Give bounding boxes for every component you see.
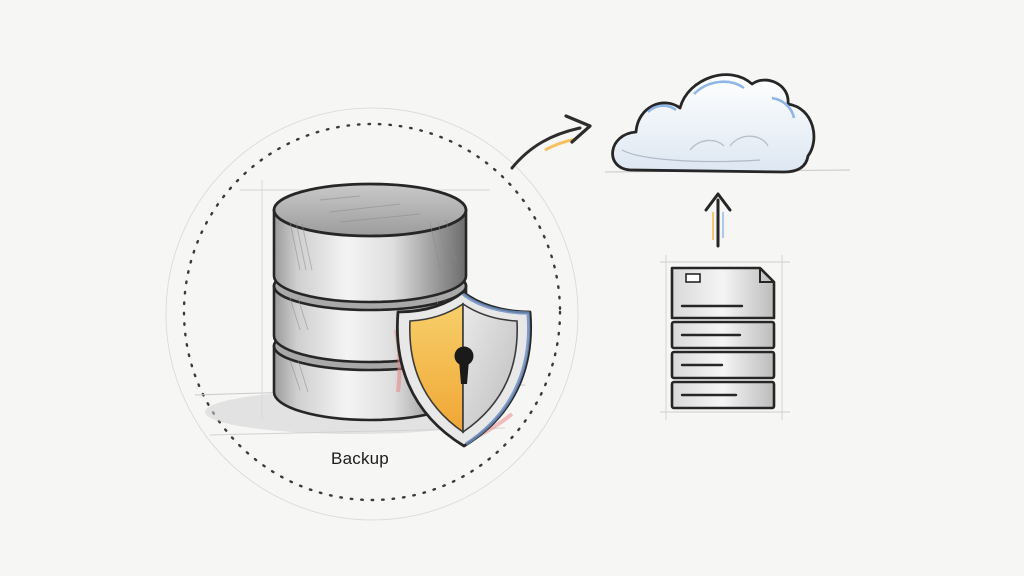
cloud-icon: [604, 73, 851, 174]
shield-lock-icon: [394, 290, 532, 448]
orbit-circle: [165, 107, 579, 521]
curved-arrow-icon: [510, 114, 592, 170]
arrow-up-icon: [704, 192, 732, 248]
backup-label: Backup: [331, 449, 389, 468]
database-icon: [240, 180, 490, 422]
server-icon: [660, 255, 790, 420]
keyhole-icon: [454, 346, 474, 384]
